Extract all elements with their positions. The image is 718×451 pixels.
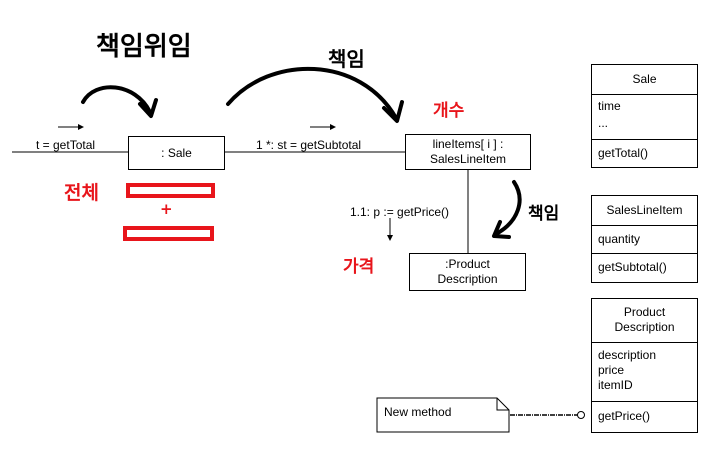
class-sale[interactable]: Sale time ... getTotal(): [591, 64, 698, 168]
class-product-description-attributes: description price itemID: [592, 342, 697, 401]
handwritten-responsibility-right: 책임: [528, 204, 560, 224]
class-sale-name: Sale: [632, 72, 657, 86]
note-shape: [376, 397, 510, 433]
red-bar-bottom: [123, 226, 214, 241]
handwritten-total: 전체: [64, 182, 99, 204]
class-sales-line-item-op-get-subtotal: getSubtotal(): [598, 260, 667, 274]
handwritten-plus: +: [160, 200, 173, 218]
object-sale-label: : Sale: [161, 146, 192, 160]
handwritten-count: 개수: [433, 101, 465, 121]
class-product-description-name-2: Description: [614, 320, 675, 334]
object-sales-line-items[interactable]: lineItems[ i ] : SalesLineItem: [405, 134, 531, 170]
responsibility-down-arrow: [494, 180, 522, 236]
class-product-description-attr-item-id: itemID: [598, 378, 633, 392]
note-connector-end: [577, 411, 585, 419]
class-sales-line-item[interactable]: SalesLineItem quantity getSubtotal(): [591, 195, 698, 283]
object-product-label-1: :Product: [445, 257, 490, 271]
message-get-total: t = getTotal: [36, 138, 96, 152]
class-product-description-op-get-price: getPrice(): [598, 409, 651, 423]
class-sale-attr-more: ...: [598, 116, 609, 130]
responsibility-curve-arrow: [226, 66, 398, 120]
note-text: New method: [384, 405, 452, 419]
object-product-label-2: Description: [437, 272, 498, 286]
class-sales-line-item-name: SalesLineItem: [606, 203, 683, 217]
class-sale-op-get-total: getTotal(): [598, 146, 649, 160]
handwritten-price: 가격: [343, 257, 375, 277]
object-product-description[interactable]: :Product Description: [409, 253, 526, 291]
class-sale-operations: getTotal(): [592, 139, 697, 167]
class-sales-line-item-attributes: quantity: [592, 225, 697, 253]
object-line-items-label-2: SalesLineItem: [429, 152, 507, 166]
class-product-description-name-1: Product: [623, 305, 666, 319]
object-sale[interactable]: : Sale: [128, 136, 225, 170]
object-line-items-label-1: lineItems[ i ] :: [432, 137, 504, 151]
class-sales-line-item-attr-quantity: quantity: [598, 232, 641, 246]
class-sale-attributes: time ...: [592, 94, 697, 139]
message-get-price: 1.1: p := getPrice(): [350, 205, 450, 219]
class-product-description[interactable]: Product Description description price it…: [591, 298, 698, 433]
delegation-curve-arrow: [81, 85, 152, 114]
class-product-description-attr-price: price: [598, 363, 625, 377]
class-product-description-attr-description: description: [598, 348, 657, 362]
class-sale-attr-time: time: [598, 99, 621, 113]
red-bar-top: [126, 183, 215, 198]
class-sales-line-item-operations: getSubtotal(): [592, 253, 697, 282]
message-get-subtotal: 1 *: st = getSubtotal: [256, 138, 362, 152]
handwritten-responsibility-top: 책임: [328, 47, 365, 71]
class-product-description-name: Product Description: [592, 299, 697, 342]
class-product-description-operations: getPrice(): [592, 401, 697, 432]
handwritten-delegation: 책임위임: [96, 32, 192, 62]
